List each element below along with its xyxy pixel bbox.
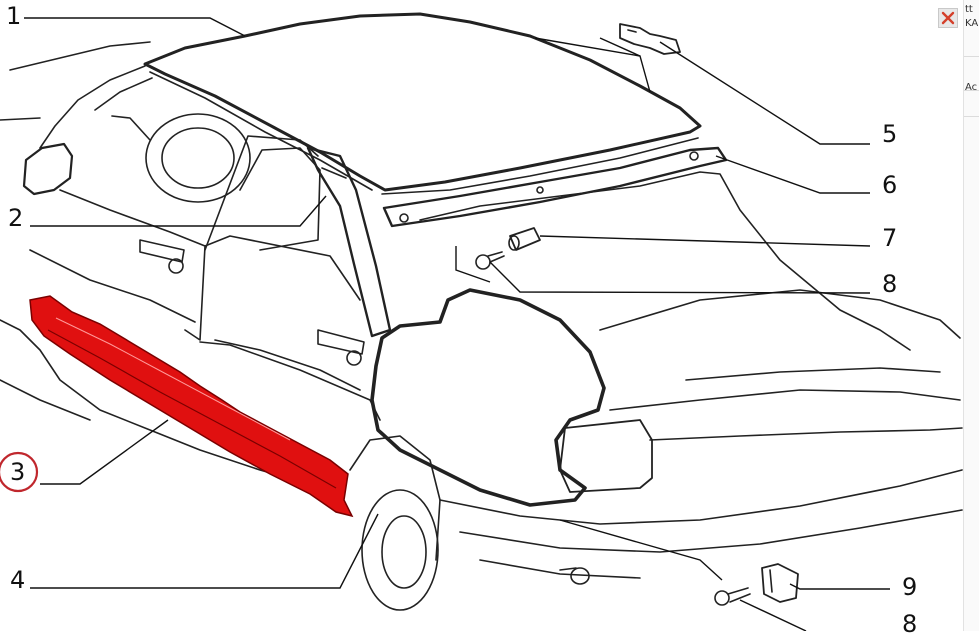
callout-highlight-circle bbox=[0, 451, 39, 493]
callout-9: 9 bbox=[902, 573, 918, 601]
callout-4: 4 bbox=[10, 566, 26, 594]
side-panel-divider bbox=[964, 56, 979, 57]
callout-6: 6 bbox=[882, 171, 898, 199]
edge-text: tt bbox=[965, 4, 973, 15]
callout-7: 7 bbox=[882, 224, 898, 252]
callout-8: 8 bbox=[882, 270, 898, 298]
callout-8-lower: 8 bbox=[902, 610, 918, 638]
car-outline bbox=[0, 12, 963, 611]
edge-text: KA bbox=[965, 18, 979, 29]
highlighted-sill-trim bbox=[29, 295, 354, 518]
leader-lines bbox=[24, 17, 890, 631]
side-panel-divider bbox=[964, 116, 979, 117]
side-panel-edge bbox=[963, 0, 979, 631]
close-button[interactable] bbox=[938, 8, 958, 28]
callout-5: 5 bbox=[882, 120, 898, 148]
side-panel-divider bbox=[964, 90, 979, 91]
edge-text: Ac bbox=[965, 82, 978, 93]
close-x-icon bbox=[940, 10, 956, 26]
callout-2: 2 bbox=[8, 204, 24, 232]
callout-1: 1 bbox=[6, 2, 22, 30]
callout-3: 3 bbox=[10, 458, 26, 486]
